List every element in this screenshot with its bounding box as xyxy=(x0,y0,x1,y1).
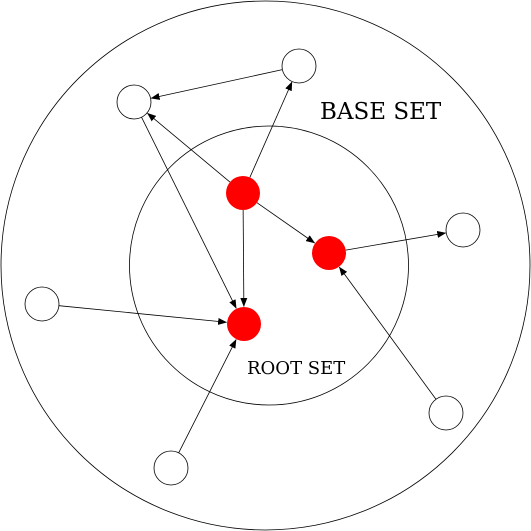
root-set-label: ROOT SET xyxy=(247,358,345,379)
edge-root-top-to-root-bottom xyxy=(240,209,248,308)
edge-base-bottom-left-to-root-bottom xyxy=(178,339,237,454)
edge-base-top-left-to-root-bottom xyxy=(141,117,237,309)
edge-root-top-to-base-top-right xyxy=(249,81,293,178)
nodes-layer xyxy=(24,48,481,486)
edge-base-left-to-root-bottom xyxy=(58,305,228,325)
edge-root-right-to-base-right xyxy=(345,230,447,251)
node-base-bottom-right xyxy=(428,395,464,431)
base-set-label: BASE SET xyxy=(320,99,442,125)
edge-root-top-to-base-top-left xyxy=(147,112,231,183)
node-base-top-left xyxy=(116,84,152,120)
edges-layer xyxy=(58,69,447,454)
node-base-top-right xyxy=(281,48,317,84)
node-base-bottom-left xyxy=(153,450,189,486)
edge-base-top-right-to-base-top-left xyxy=(150,69,283,100)
edge-base-bottom-right-to-root-right xyxy=(339,266,437,400)
node-root-right xyxy=(312,236,346,270)
node-base-right xyxy=(445,212,481,248)
edge-root-top-to-root-right xyxy=(256,202,316,244)
node-root-bottom xyxy=(227,307,261,341)
root-set-boundary xyxy=(129,125,409,406)
node-base-left xyxy=(24,286,60,322)
node-root-top xyxy=(226,176,260,210)
